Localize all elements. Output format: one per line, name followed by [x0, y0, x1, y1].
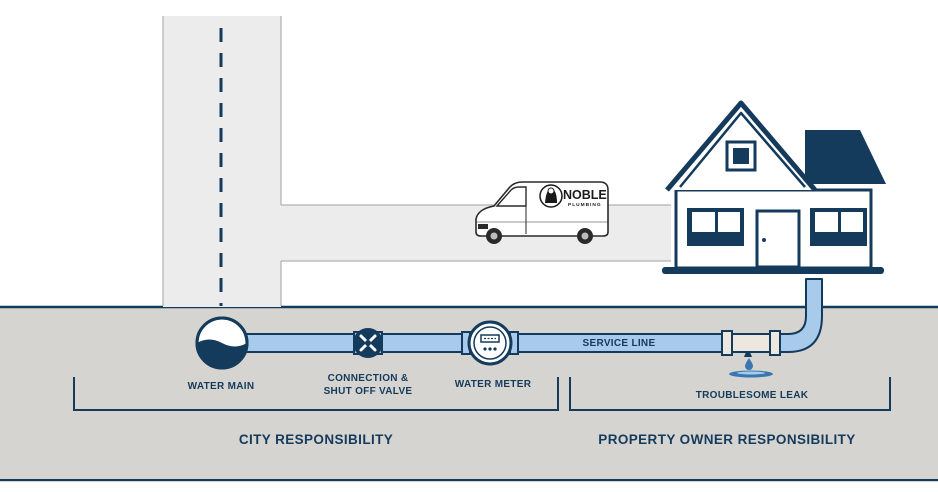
service-line-label: SERVICE LINE — [583, 338, 656, 349]
van-brand-sub: PLUMBING — [568, 202, 602, 208]
water-meter-icon — [461, 320, 519, 366]
noble-logo: NOBLE PLUMBING — [539, 184, 607, 208]
water-meter-label: WATER METER — [455, 379, 532, 390]
van-brand: NOBLE — [563, 188, 607, 202]
leak-drop-icon — [745, 358, 753, 370]
valve-label-line2: SHUT OFF VALVE — [324, 386, 413, 397]
leak-pipe-icon — [721, 330, 781, 378]
house-icon — [662, 100, 886, 274]
city-responsibility-label: CITY RESPONSIBILITY — [239, 432, 393, 447]
water-main-label: WATER MAIN — [188, 381, 255, 392]
street — [162, 16, 671, 307]
owner-responsibility-label: PROPERTY OWNER RESPONSIBILITY — [598, 432, 855, 447]
van-icon: NOBLE PLUMBING — [475, 181, 609, 244]
water-main-icon — [195, 316, 249, 370]
leak-label: TROUBLESOME LEAK — [696, 390, 809, 401]
owner-bracket — [569, 377, 891, 411]
city-bracket — [73, 377, 559, 411]
shutoff-valve-icon — [353, 328, 383, 358]
valve-label-line1: CONNECTION & — [328, 373, 409, 384]
